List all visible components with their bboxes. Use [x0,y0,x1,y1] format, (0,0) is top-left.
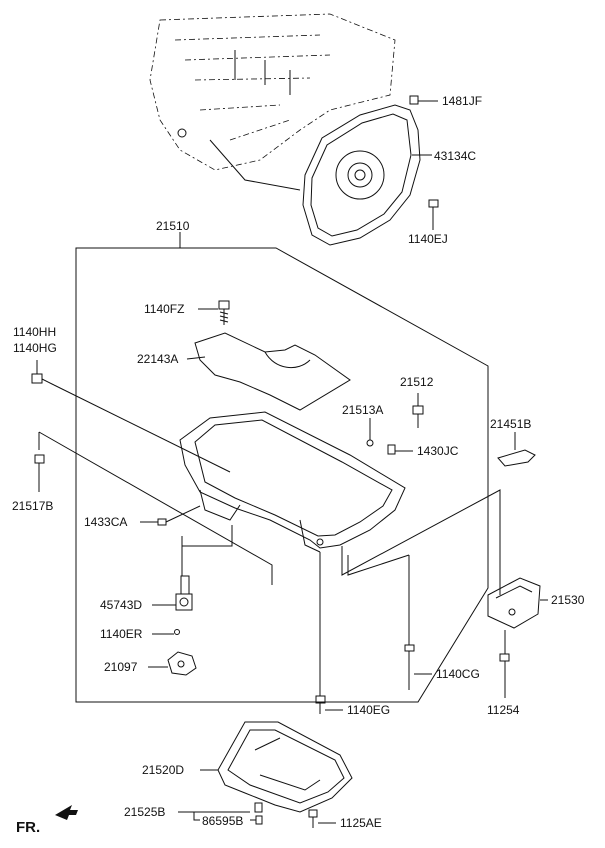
sensor-45743d [175,575,193,611]
gasket-22143a [194,332,351,411]
label-21510: 21510 [156,219,190,233]
cover-21097 [167,651,197,676]
label-86595b: 86595B [202,814,243,828]
label-21512: 21512 [400,375,434,389]
label-21451b: 21451B [490,417,531,431]
bolt-21512 [412,405,424,428]
label-1125ae: 1125AE [340,816,382,830]
engine-block-outline [149,13,396,191]
label-1430jc: 1430JC [417,444,459,458]
housing-plate-43134c [302,104,421,246]
label-21520d: 21520D [142,763,184,777]
bolt-11254 [499,653,510,680]
label-1433ca: 1433CA [84,515,127,529]
label-21097: 21097 [104,660,138,674]
baffle-21451b [497,449,536,467]
bolt-1140eg [315,695,326,714]
label-1140cg: 1140CG [436,667,480,681]
label-1140er: 1140ER [100,627,143,641]
oil-pan-lower-21520d [217,721,353,813]
bolt-1125ae [308,809,318,828]
bolt-1140ej [428,199,439,222]
label-21530: 21530 [551,593,585,607]
plug-1430jc [387,444,396,455]
label-front: FR. [16,819,40,836]
label-43134c: 43134C [434,149,476,163]
seal-1140er [174,629,180,635]
bolt-21517b [34,454,45,477]
label-21517b: 21517B [12,499,53,513]
label-22143a: 22143A [137,352,178,366]
label-1481jf: 1481JF [442,94,482,108]
front-arrow-icon [55,805,78,820]
bracket-21530 [487,577,541,629]
bolt-1481jf [409,95,419,105]
oil-pan-upper-21510 [179,411,406,553]
bolt-1140fz [218,300,230,325]
label-45743d: 45743D [100,598,142,612]
label-1140eg: 1140EG [347,703,390,717]
dowel-1433ca [157,518,167,526]
label-1140ej: 1140EJ [408,232,448,246]
bolt-1140cg [404,644,415,690]
label-1140hh: 1140HH [13,325,56,339]
bolt-1140hh [31,373,55,386]
seal-86595b [255,815,263,825]
assembly-box-21510 [75,247,489,703]
drain-plug-21525b [254,802,263,813]
label-21513a: 21513A [342,403,383,417]
label-21525b: 21525B [124,805,165,819]
label-1140fz: 1140FZ [144,302,184,316]
label-1140hg: 1140HG [13,341,57,355]
label-11254: 11254 [487,703,520,717]
